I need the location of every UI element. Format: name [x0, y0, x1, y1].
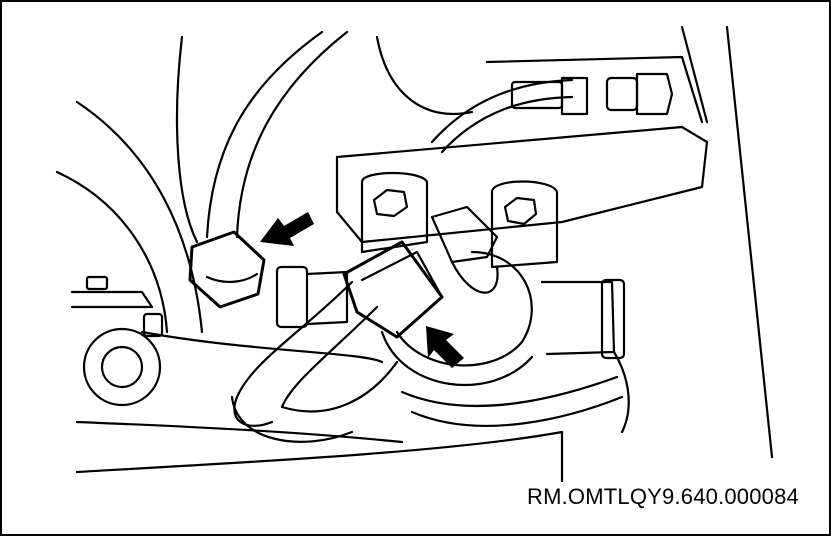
upper-brake-line: [205, 30, 574, 239]
mounting-bracket: [335, 55, 709, 244]
brake-hose: [230, 280, 399, 443]
lower-pipe: [400, 350, 630, 434]
arrow-icon: [426, 326, 464, 368]
hose-fitting: [275, 205, 499, 329]
wheel-arch-lines: [55, 25, 774, 459]
bracket-bolts: [510, 72, 674, 116]
flare-nuts: [188, 230, 444, 339]
brake-junction-block: [360, 171, 626, 387]
suspension-arm: [70, 275, 564, 504]
arrow-icon: [260, 212, 314, 246]
figure-reference-code: RM.OMTLQY9.640.000084: [522, 482, 803, 512]
